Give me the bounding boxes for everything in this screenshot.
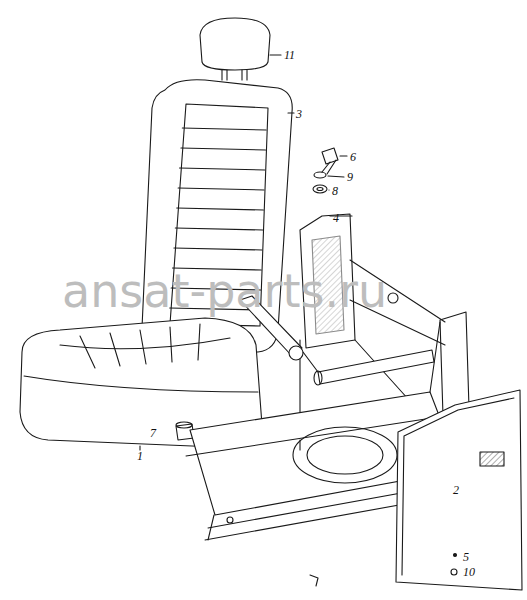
watermark: ansat-parts.ru bbox=[62, 268, 387, 314]
seam-line bbox=[177, 208, 264, 210]
side-cover bbox=[396, 390, 522, 590]
callout-number: 9 bbox=[347, 171, 353, 183]
callout-number: 7 bbox=[150, 427, 156, 439]
callout-number: 6 bbox=[350, 151, 356, 163]
seam-line bbox=[181, 148, 266, 150]
seam-line bbox=[174, 248, 262, 250]
headrest bbox=[200, 18, 281, 80]
callout-number: 8 bbox=[332, 185, 338, 197]
seam-line bbox=[175, 228, 262, 230]
callout-number: 1 bbox=[137, 450, 143, 462]
callout-number: 10 bbox=[463, 566, 475, 578]
callout-number: 2 bbox=[453, 484, 459, 496]
seam-line bbox=[182, 128, 266, 130]
callout-number: 5 bbox=[463, 551, 469, 563]
seam-line bbox=[178, 188, 264, 190]
callout-number: 3 bbox=[296, 108, 302, 120]
bolt bbox=[322, 148, 347, 174]
callout-number: 4 bbox=[333, 212, 339, 224]
washer bbox=[313, 172, 344, 193]
callout-number: 11 bbox=[284, 49, 295, 61]
seam-line bbox=[180, 168, 265, 170]
